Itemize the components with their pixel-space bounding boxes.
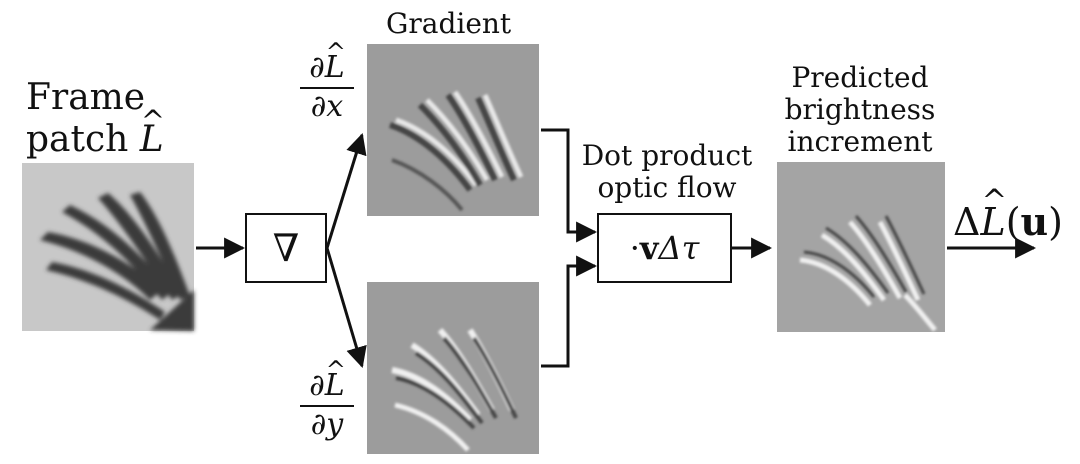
partial-x-numerator: ∂L [309, 52, 344, 84]
partial-x-label: ∂L ∂x [300, 52, 354, 122]
partial-y-symbol: L [325, 370, 345, 402]
dot-product-line2: optic flow [597, 171, 737, 205]
partial-x-symbol: L [325, 52, 345, 84]
predicted-caption: Predicted brightness increment [770, 61, 950, 159]
predicted-line1: Predicted [791, 61, 929, 94]
partial-x-fraction-bar [300, 86, 354, 89]
predicted-line3: increment [787, 125, 933, 159]
gradient-title: Gradient [386, 7, 512, 40]
partial-y-partial: ∂ [309, 368, 325, 403]
connectors [196, 128, 1037, 369]
partial-y-label: ∂L ∂y [300, 370, 354, 440]
partial-y-numerator: ∂L [309, 370, 344, 402]
arrow-dx-to-dot [541, 128, 598, 243]
output-label: ΔL(u) [953, 200, 1063, 244]
output-arg: u [1020, 199, 1049, 244]
flow-vector-symbol: v [639, 229, 659, 267]
predicted-increment-image [777, 162, 945, 332]
frame-patch-line1: Frame [26, 77, 146, 118]
frame-patch-symbol: L [140, 119, 164, 161]
dot-operator-prefix: · [629, 229, 640, 267]
dot-product-box: ·v Δτ [597, 213, 732, 283]
output-open-paren: ( [1005, 200, 1021, 244]
frame-patch-word: patch [26, 119, 129, 161]
gradient-operator-box: ∇ [245, 213, 327, 283]
output-symbol: L [980, 203, 1005, 241]
dot-product-caption: Dot product optic flow [572, 139, 762, 205]
partial-y-denominator: ∂y [310, 406, 344, 442]
partial-x-partial: ∂ [309, 50, 325, 85]
frame-patch-image [22, 163, 194, 331]
frame-patch-line2: patch L [26, 119, 164, 161]
arrow-dy-to-dot [541, 255, 598, 368]
arrow-op-to-dx [325, 132, 367, 249]
output-delta: Δ [953, 200, 981, 244]
dot-product-line1: Dot product [581, 139, 753, 172]
arrow-op-to-dy [325, 247, 367, 369]
output-close-paren: ) [1048, 200, 1063, 244]
dot-operator-rest: Δτ [658, 229, 700, 267]
frame-patch-label: Frame patch L [26, 77, 164, 162]
partial-x-denominator: ∂x [310, 88, 344, 124]
predicted-line2: brightness [784, 93, 936, 127]
gradient-dy-image [367, 282, 539, 454]
gradient-dx-image [367, 44, 539, 216]
partial-y-fraction-bar [300, 404, 354, 407]
gradient-operator-symbol: ∇ [272, 226, 300, 270]
